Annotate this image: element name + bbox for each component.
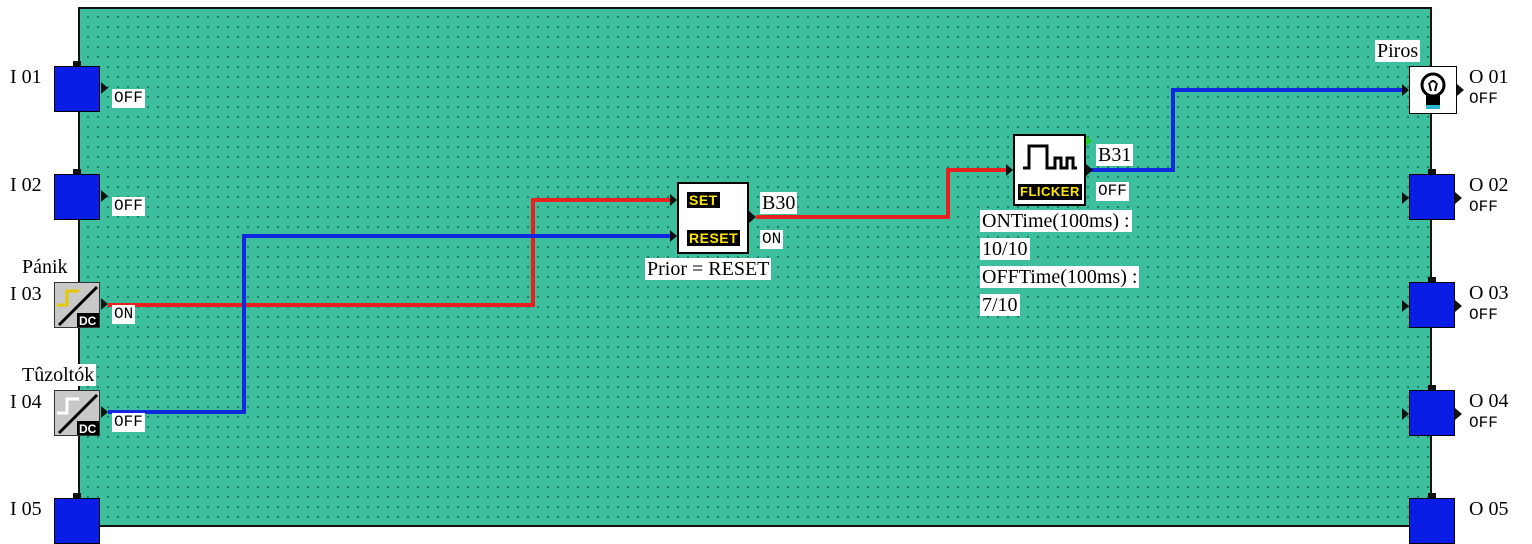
input-block-i02[interactable] bbox=[54, 174, 100, 220]
block-id-b31: B31 bbox=[1096, 144, 1134, 166]
output-arrow-icon bbox=[101, 190, 108, 202]
output-indicator-icon bbox=[1086, 136, 1092, 146]
input-label-i04: I 04 bbox=[10, 391, 42, 413]
output-label-o02: O 02 bbox=[1469, 174, 1509, 196]
output-arrow-icon bbox=[101, 82, 108, 94]
input-arrow-icon bbox=[1402, 192, 1409, 204]
output-pin bbox=[1428, 277, 1436, 283]
output-state-o02: OFF bbox=[1469, 198, 1498, 216]
reset-input-arrow-icon bbox=[670, 230, 677, 242]
block-id-b30: B30 bbox=[760, 192, 798, 214]
output-block-o03[interactable] bbox=[1409, 282, 1455, 328]
off-time-label: OFFTime(100ms) : bbox=[980, 266, 1140, 288]
input-label-i03: I 03 bbox=[10, 283, 42, 305]
dc-switch-icon[interactable]: DC bbox=[54, 282, 100, 328]
input-arrow-icon bbox=[1402, 408, 1409, 420]
dc-switch-icon[interactable]: DC bbox=[54, 390, 100, 436]
set-reset-block-b30[interactable]: SET RESET bbox=[677, 182, 749, 254]
input-arrow-icon bbox=[1402, 84, 1409, 96]
input-state-i03: ON bbox=[112, 305, 136, 324]
input-state-i04: OFF bbox=[112, 413, 145, 432]
off-time-value: 7/10 bbox=[980, 294, 1020, 316]
output-label-o04: O 04 bbox=[1469, 390, 1509, 412]
output-arrow-icon bbox=[1455, 192, 1462, 204]
input-name-i04: Tûzoltók bbox=[20, 364, 97, 386]
input-state-i02: OFF bbox=[112, 197, 145, 216]
block-note-b30: Prior = RESET bbox=[645, 258, 772, 280]
output-arrow-icon bbox=[101, 298, 108, 310]
on-time-label: ONTime(100ms) : bbox=[980, 210, 1132, 232]
output-name-o01: Piros bbox=[1375, 40, 1421, 62]
flicker-block-b31[interactable]: FLICKER bbox=[1013, 134, 1086, 206]
output-pin bbox=[1428, 385, 1436, 391]
output-arrow-icon bbox=[1457, 84, 1464, 96]
output-block-o02[interactable] bbox=[1409, 174, 1455, 220]
output-label-o05: O 05 bbox=[1469, 498, 1509, 520]
output-arrow-icon bbox=[1455, 408, 1462, 420]
output-block-o04[interactable] bbox=[1409, 390, 1455, 436]
reset-tag: RESET bbox=[687, 230, 741, 246]
output-state-o03: OFF bbox=[1469, 306, 1498, 324]
block-state-b30: ON bbox=[760, 230, 784, 249]
flicker-tag: FLICKER bbox=[1018, 184, 1082, 200]
output-pin bbox=[1428, 169, 1436, 175]
output-arrow-icon bbox=[1455, 300, 1462, 312]
svg-text:DC: DC bbox=[79, 422, 97, 436]
input-state-i01: OFF bbox=[112, 89, 145, 108]
light-bulb-icon[interactable] bbox=[1409, 66, 1457, 114]
output-label-o03: O 03 bbox=[1469, 282, 1509, 304]
flicker-waveform-icon bbox=[1023, 144, 1077, 170]
set-input-arrow-icon bbox=[670, 194, 677, 206]
output-arrow-icon bbox=[1086, 164, 1093, 176]
output-label-o01: O 01 bbox=[1469, 66, 1509, 88]
svg-text:DC: DC bbox=[79, 314, 97, 328]
input-pin bbox=[73, 169, 81, 175]
input-arrow-icon bbox=[1402, 300, 1409, 312]
input-label-i02: I 02 bbox=[10, 174, 42, 196]
block-state-b31: OFF bbox=[1096, 182, 1129, 201]
set-tag: SET bbox=[687, 192, 720, 208]
input-pin bbox=[73, 61, 81, 67]
output-block-o05[interactable] bbox=[1409, 498, 1455, 544]
input-name-i03: Pánik bbox=[20, 256, 70, 278]
input-pin bbox=[73, 493, 81, 499]
on-time-value: 10/10 bbox=[980, 238, 1030, 260]
output-pin bbox=[1428, 493, 1436, 499]
input-block-i05[interactable] bbox=[54, 498, 100, 544]
output-state-o04: OFF bbox=[1469, 414, 1498, 432]
input-arrow-icon bbox=[1006, 164, 1013, 176]
output-arrow-icon bbox=[749, 211, 756, 223]
input-label-i05: I 05 bbox=[10, 498, 42, 520]
output-arrow-icon bbox=[101, 406, 108, 418]
input-label-i01: I 01 bbox=[10, 66, 42, 88]
input-block-i01[interactable] bbox=[54, 66, 100, 112]
output-state-o01: OFF bbox=[1469, 90, 1498, 108]
